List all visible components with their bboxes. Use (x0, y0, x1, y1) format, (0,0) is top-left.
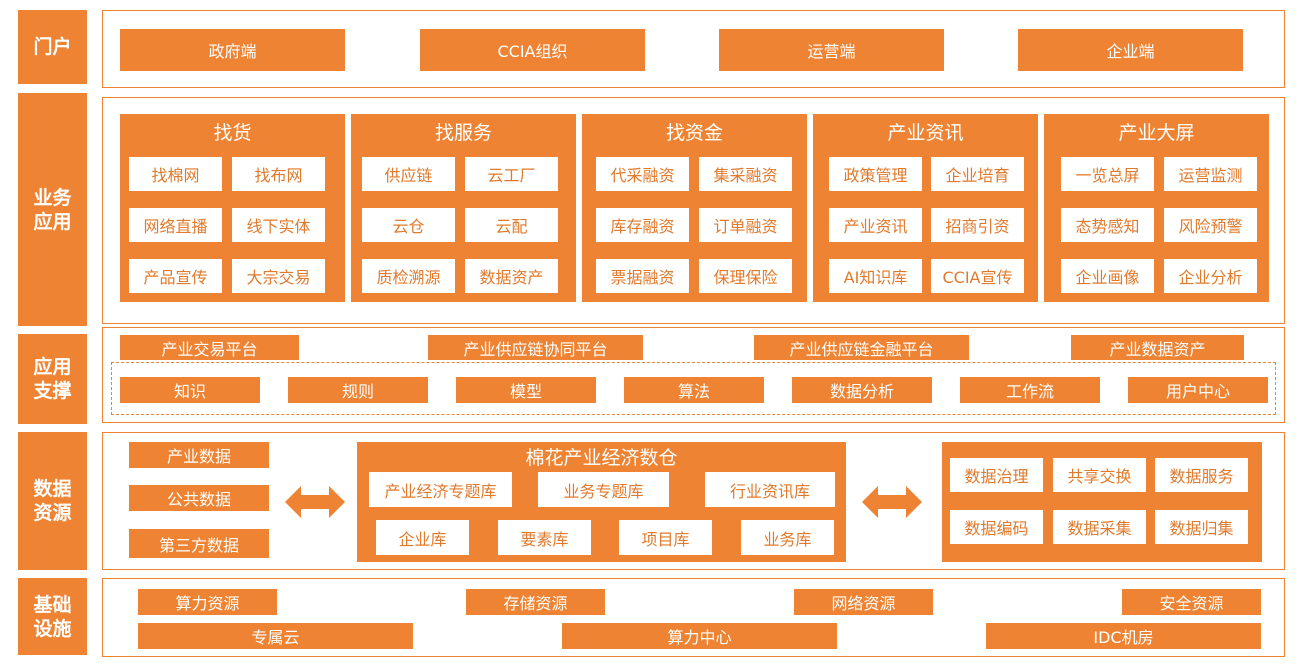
portal-enterprise[interactable]: 企业端 (1018, 29, 1243, 71)
warehouse-library[interactable]: 产业经济专题库 (369, 472, 512, 507)
business-item[interactable]: 态势感知 (1061, 208, 1154, 242)
infra-resource[interactable]: 网络资源 (794, 589, 933, 615)
business-item[interactable]: 库存融资 (596, 208, 689, 242)
business-item[interactable]: 产业资讯 (829, 208, 922, 242)
support-module[interactable]: 模型 (456, 377, 596, 403)
business-item[interactable]: 企业分析 (1164, 259, 1257, 293)
business-panel-funding: 找资金 代采融资 集采融资 库存融资 订单融资 票据融资 保理保险 (582, 114, 807, 302)
business-item[interactable]: 订单融资 (699, 208, 792, 242)
business-item[interactable]: 线下实体 (232, 208, 325, 242)
infra-facility[interactable]: IDC机房 (986, 623, 1261, 649)
business-item[interactable]: 供应链 (362, 157, 455, 191)
business-item[interactable]: 质检溯源 (362, 259, 455, 293)
business-panel-news: 产业资讯 政策管理 企业培育 产业资讯 招商引资 AI知识库 CCIA宣传 (813, 114, 1038, 302)
business-item[interactable]: 产品宣传 (129, 259, 222, 293)
support-platform[interactable]: 产业供应链协同平台 (428, 335, 643, 360)
portal-government[interactable]: 政府端 (120, 29, 345, 71)
business-item[interactable]: 企业画像 (1061, 259, 1154, 293)
business-panel-dashboard: 产业大屏 一览总屏 运营监测 态势感知 风险预警 企业画像 企业分析 (1044, 114, 1269, 302)
infra-resource[interactable]: 算力资源 (138, 589, 277, 615)
layer-label-business: 业务 应用 (18, 93, 87, 326)
infra-facility[interactable]: 专属云 (138, 623, 413, 649)
warehouse-library[interactable]: 要素库 (498, 520, 591, 555)
business-item[interactable]: 大宗交易 (232, 259, 325, 293)
support-module[interactable]: 规则 (288, 377, 428, 403)
support-modules-group (111, 362, 1276, 415)
infra-resource[interactable]: 安全资源 (1122, 589, 1261, 615)
panel-title: 产业大屏 (1118, 122, 1195, 144)
support-module[interactable]: 算法 (624, 377, 764, 403)
layer-label-infra: 基础 设施 (18, 578, 87, 655)
business-item[interactable]: 票据融资 (596, 259, 689, 293)
warehouse-title: 棉花产业经济数仓 (525, 447, 678, 469)
support-module[interactable]: 知识 (120, 377, 260, 403)
infra-facility[interactable]: 算力中心 (562, 623, 837, 649)
data-source[interactable]: 公共数据 (129, 485, 269, 511)
business-item[interactable]: 运营监测 (1164, 157, 1257, 191)
layer-label-portal: 门户 (18, 10, 87, 84)
data-source[interactable]: 第三方数据 (129, 529, 269, 558)
support-platform[interactable]: 产业供应链金融平台 (754, 335, 969, 360)
portal-operations[interactable]: 运营端 (719, 29, 944, 71)
infra-resource[interactable]: 存储资源 (466, 589, 605, 615)
data-service[interactable]: 数据采集 (1053, 510, 1146, 544)
warehouse-library[interactable]: 业务库 (741, 520, 834, 555)
business-item[interactable]: 风险预警 (1164, 208, 1257, 242)
business-item[interactable]: 找布网 (232, 157, 325, 191)
business-item[interactable]: 网络直播 (129, 208, 222, 242)
warehouse-library[interactable]: 行业资讯库 (705, 472, 835, 507)
panel-title: 找服务 (434, 122, 492, 144)
business-item[interactable]: 集采融资 (699, 157, 792, 191)
business-item[interactable]: 政策管理 (829, 157, 922, 191)
portal-ccia[interactable]: CCIA组织 (420, 29, 645, 71)
data-service[interactable]: 数据归集 (1155, 510, 1248, 544)
business-panel-goods: 找货 找棉网 找布网 网络直播 线下实体 产品宣传 大宗交易 (120, 114, 345, 302)
data-warehouse-panel: 棉花产业经济数仓 产业经济专题库 业务专题库 行业资讯库 企业库 要素库 项目库… (357, 442, 846, 562)
business-item[interactable]: CCIA宣传 (931, 259, 1024, 293)
business-item[interactable]: 找棉网 (129, 157, 222, 191)
data-service[interactable]: 数据服务 (1155, 458, 1248, 492)
warehouse-library[interactable]: 项目库 (619, 520, 712, 555)
business-item[interactable]: 云配 (465, 208, 558, 242)
business-item[interactable]: 招商引资 (931, 208, 1024, 242)
panel-title: 找货 (213, 122, 252, 144)
support-module[interactable]: 工作流 (960, 377, 1100, 403)
business-item[interactable]: 数据资产 (465, 259, 558, 293)
support-module[interactable]: 数据分析 (792, 377, 932, 403)
business-item[interactable]: 云工厂 (465, 157, 558, 191)
business-panel-services: 找服务 供应链 云工厂 云仓 云配 质检溯源 数据资产 (351, 114, 576, 302)
business-item[interactable]: 云仓 (362, 208, 455, 242)
support-module[interactable]: 用户中心 (1128, 377, 1268, 403)
data-services-panel: 数据治理 共享交换 数据服务 数据编码 数据采集 数据归集 (942, 442, 1262, 562)
double-arrow-icon (285, 486, 345, 518)
data-service[interactable]: 数据治理 (950, 458, 1043, 492)
support-platform[interactable]: 产业数据资产 (1071, 335, 1244, 360)
panel-title: 找资金 (665, 122, 723, 144)
panel-title: 产业资讯 (887, 122, 964, 144)
business-item[interactable]: 代采融资 (596, 157, 689, 191)
data-service[interactable]: 数据编码 (950, 510, 1043, 544)
warehouse-library[interactable]: 业务专题库 (538, 472, 669, 507)
business-item[interactable]: AI知识库 (829, 259, 922, 293)
double-arrow-icon (862, 486, 922, 518)
business-item[interactable]: 一览总屏 (1061, 157, 1154, 191)
support-platform[interactable]: 产业交易平台 (120, 335, 299, 360)
warehouse-library[interactable]: 企业库 (376, 520, 469, 555)
layer-label-data: 数据 资源 (18, 432, 87, 570)
data-source[interactable]: 产业数据 (129, 442, 269, 468)
business-item[interactable]: 保理保险 (699, 259, 792, 293)
data-service[interactable]: 共享交换 (1053, 458, 1146, 492)
business-item[interactable]: 企业培育 (931, 157, 1024, 191)
layer-label-support: 应用 支撑 (18, 334, 87, 424)
